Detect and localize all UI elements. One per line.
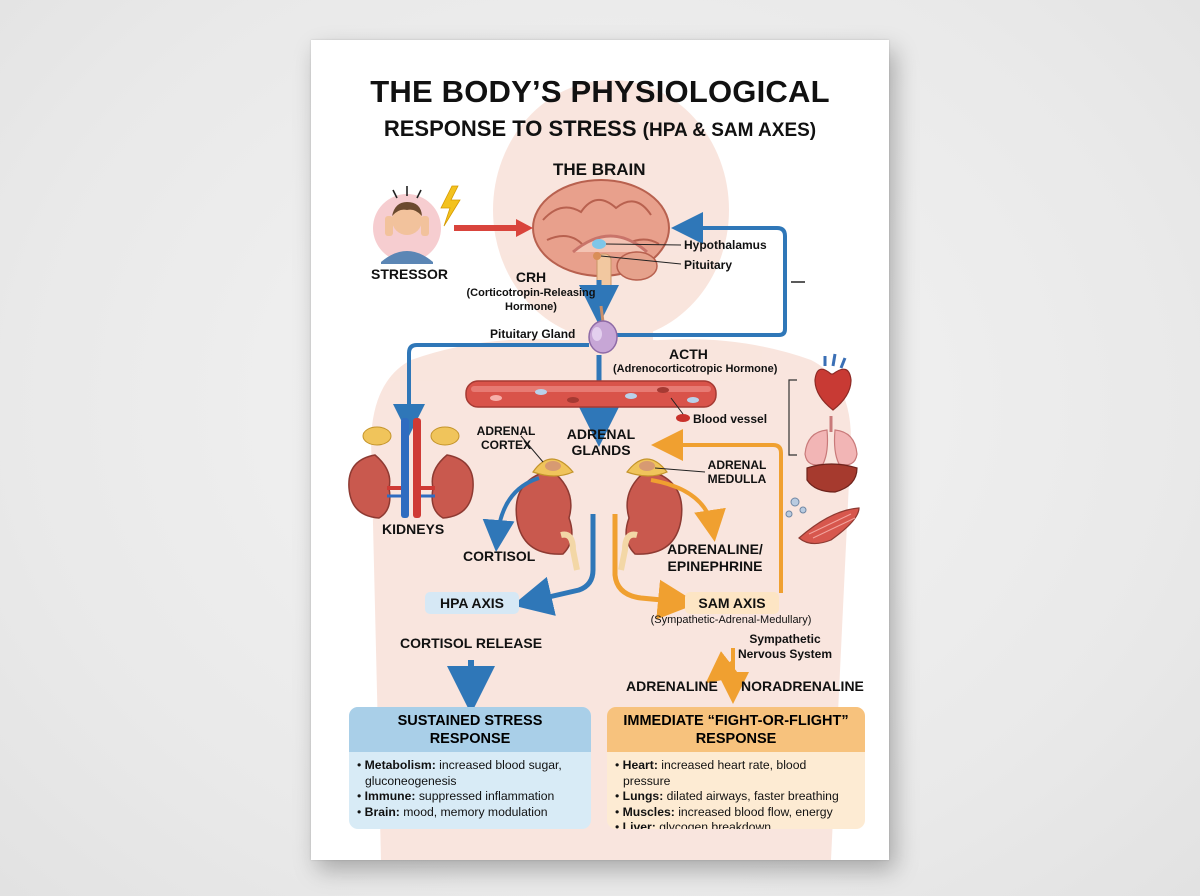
hypothalamus-label: Hypothalamus: [684, 238, 767, 252]
subtitle-sub: (HPA & SAM AXES): [642, 120, 817, 141]
cells-icon: [785, 497, 807, 518]
list-item: • Metabolism: increased blood sugar, glu…: [357, 758, 562, 788]
cortisol-label: CORTISOL: [463, 548, 536, 564]
hypothalamus-pointer: [605, 243, 682, 246]
fight-or-flight-response-box: IMMEDIATE “FIGHT-OR-FLIGHT” RESPONSE • H…: [607, 707, 865, 829]
hpa-axis-pill-bg: [425, 592, 519, 614]
blood-vessel-icon: [465, 380, 717, 422]
list-item-text: suppressed inflammation: [415, 789, 555, 803]
adrenal-medulla-pointer: [654, 467, 706, 473]
hpa-axis-label: HPA AXIS: [439, 595, 505, 611]
stressor-arrow: [454, 219, 533, 237]
pituitary-to-kidneys-arrow: [393, 343, 589, 436]
sam-axis-pill-bg: [685, 592, 779, 614]
hpa-axis-arrow: [512, 514, 596, 616]
sam-axis-arrow: [612, 514, 698, 620]
adrenal-cortex-label-line2: CORTEX: [480, 438, 531, 452]
list-item-text: dilated airways, faster breathing: [663, 789, 839, 803]
kidneys-icon: [348, 418, 474, 519]
list-item-text: mood, memory modulation: [399, 804, 548, 819]
adrenal-glands-label-line2: GLANDS: [571, 442, 631, 458]
list-item-text: glycogen breakdown: [655, 820, 772, 829]
adrenal-medulla-label-line2: MEDULLA: [707, 472, 767, 486]
list-item: • Immune: suppressed inflammation: [357, 789, 555, 803]
pituitary-label: Pituitary: [684, 258, 733, 272]
fight-or-flight-list: • Heart: increased heart rate, blood pre…: [607, 752, 865, 829]
list-item: • Heart: increased heart rate, blood pre…: [615, 758, 807, 788]
list-item-text: increased blood flow, energy: [674, 804, 833, 819]
cortisol-arrow: [482, 476, 540, 552]
list-item: • Muscles: increased blood flow, energy: [615, 804, 833, 819]
list-item-term: Metabolism:: [364, 758, 436, 772]
poster: THE BODY’S PHYSIOLOGICAL RESPONSE TO STR…: [311, 40, 889, 860]
page-title: THE BODY’S PHYSIOLOGICAL: [370, 74, 830, 109]
brain-label: THE BRAIN: [553, 160, 646, 179]
fight-heading-line2: RESPONSE: [695, 731, 777, 747]
heart-icon: [814, 353, 852, 411]
list-item-term: Muscles:: [622, 804, 675, 819]
muscle-icon: [798, 507, 860, 545]
list-item-term: Brain:: [364, 804, 400, 819]
sam-axis-label: SAM AXIS: [698, 595, 766, 611]
lightning-icon: [440, 185, 461, 227]
list-item: • Liver: glycogen breakdown: [615, 820, 857, 829]
fight-heading-line1: IMMEDIATE “FIGHT-OR-FLIGHT”: [623, 713, 849, 729]
adrenaline-arrow: [650, 478, 726, 542]
list-item: • Lungs: dilated airways, faster breathi…: [615, 789, 839, 803]
cortisol-release-label: CORTISOL RELEASE: [399, 635, 543, 651]
adrenaline-label-line2: EPINEPHRINE: [667, 558, 763, 574]
sustained-response-list: • Metabolism: increased blood sugar, glu…: [349, 752, 591, 824]
blood-vessel-label: Blood vessel: [693, 412, 768, 426]
acth-full-label: (Adrenocorticotropic Hormone): [613, 363, 778, 375]
adrenal-medulla-label-line1: ADRENAL: [707, 458, 767, 472]
list-item-term: Lungs:: [622, 789, 664, 803]
list-item-text: increased heart rate, blood pressure: [623, 758, 807, 788]
lungs-icon: [804, 416, 858, 466]
stressor-label: STRESSOR: [371, 266, 449, 282]
adrenal-cortex-label-line1: ADRENAL: [476, 424, 536, 438]
sustained-stress-response-heading: SUSTAINED STRESS RESPONSE: [349, 707, 591, 752]
subtitle-main: RESPONSE TO STRESS: [383, 116, 637, 141]
sympathetic-label-line2: Nervous System: [737, 647, 833, 661]
noradrenaline-output-label: NORADRENALINE: [741, 678, 864, 694]
sustained-stress-response-box: SUSTAINED STRESS RESPONSE • Metabolism: …: [349, 707, 591, 829]
kidneys-label: KIDNEYS: [382, 521, 445, 537]
crh-label: CRH: [515, 269, 547, 285]
list-item-term: Immune:: [364, 789, 416, 803]
pituitary-gland-label: Pituitary Gland: [490, 327, 576, 341]
stressor-person-icon: [373, 186, 441, 264]
sustained-heading-line2: RESPONSE: [429, 731, 511, 747]
crh-full-line1: (Corticotropin-Releasing: [466, 287, 596, 299]
sam-axis-full-label: (Sympathetic-Adrenal-Medullary): [650, 614, 812, 626]
adrenaline-output-label: ADRENALINE: [626, 678, 718, 694]
organs-bracket: [788, 379, 797, 456]
list-item: • Brain: mood, memory modulation: [357, 804, 548, 819]
sympathetic-label-line1: Sympathetic: [749, 632, 821, 646]
list-item-term: Heart:: [622, 758, 658, 772]
feedback-loop-arrow: [611, 212, 787, 337]
pituitary-gland-icon: [588, 305, 618, 354]
sam-feedback-arrow: [651, 429, 783, 593]
liver-icon: [806, 463, 858, 493]
list-item-text: increased blood sugar, gluconeogenesis: [365, 758, 562, 788]
pituitary-pointer: [600, 255, 682, 265]
fight-or-flight-heading: IMMEDIATE “FIGHT-OR-FLIGHT” RESPONSE: [607, 707, 865, 752]
acth-label: ACTH: [669, 346, 708, 362]
blood-vessel-pointer: [670, 397, 684, 415]
list-item-term: Liver:: [622, 820, 656, 829]
sustained-heading-line1: SUSTAINED STRESS: [397, 713, 543, 729]
page-subtitle: RESPONSE TO STRESS (HPA & SAM AXES): [311, 116, 889, 142]
adrenaline-label-line1: ADRENALINE/: [667, 541, 763, 557]
crh-full-line2: Hormone): [505, 301, 557, 313]
adrenal-glands-icon: [515, 458, 683, 571]
adrenal-cortex-pointer: [520, 435, 544, 463]
adrenal-glands-label-line1: ADRENAL: [566, 426, 636, 442]
